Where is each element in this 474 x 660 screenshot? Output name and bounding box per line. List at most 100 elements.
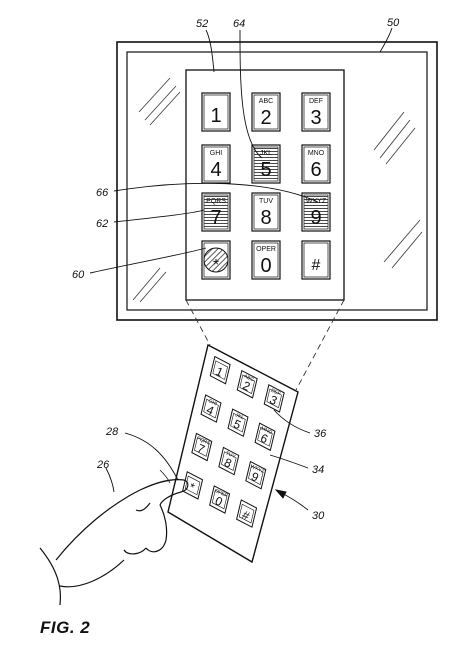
key-8[interactable]: TUV 8: [251, 192, 281, 232]
key-inner-frame: [253, 242, 279, 278]
key-letters: TUV: [259, 198, 273, 205]
key-inner-frame: [253, 194, 279, 230]
device-key-inner: [184, 475, 201, 496]
key-frame: [301, 144, 331, 184]
key-1[interactable]: 1: [201, 92, 231, 132]
device-key-letters: WXYZ: [250, 464, 266, 475]
reference-labels: 52 64 50 66 62 60 28 26 36 34 30: [72, 17, 400, 522]
key-digit: 8: [260, 207, 271, 229]
key-2[interactable]: ABC 2: [251, 92, 281, 132]
key-star[interactable]: *: [201, 240, 231, 280]
key-5[interactable]: JKL 5: [251, 144, 281, 184]
key-letters: PQRS: [206, 198, 226, 205]
key-highlight: [254, 147, 278, 181]
key-digit: #: [312, 257, 321, 274]
key-6[interactable]: MNO 6: [301, 144, 331, 184]
device-key-frame: [245, 460, 267, 490]
display-outer-frame: [116, 41, 438, 321]
device-key-inner: [238, 503, 255, 524]
device-key-frame: [236, 499, 258, 528]
device-key-frame: [263, 384, 285, 413]
projection-lines: [185, 299, 345, 391]
ref-36: 36: [314, 428, 327, 440]
key-digit: *: [213, 257, 219, 274]
key-inner-frame: [203, 94, 229, 130]
key-frame: [301, 92, 331, 132]
ref-28: 28: [105, 426, 119, 438]
key-frame: [201, 240, 231, 280]
key-frame: [201, 92, 231, 132]
key-digit: 4: [210, 159, 221, 181]
key-digit: 7: [210, 207, 221, 229]
key-digit: 3: [310, 107, 321, 129]
device-key-star[interactable]: *: [182, 471, 204, 500]
ref-62: 62: [96, 218, 108, 230]
device-key-frame: [191, 432, 213, 462]
key-digit: 6: [310, 159, 321, 181]
device-key-inner: [266, 388, 282, 409]
device-key-inner: [257, 427, 273, 447]
device-key-frame: [209, 355, 231, 385]
key-3[interactable]: DEF 3: [301, 92, 331, 132]
key-inner-frame: [303, 146, 329, 182]
key-highlight: [204, 195, 228, 229]
device-key-frame: [209, 485, 231, 514]
device-key-inner: [194, 437, 210, 457]
key-digit: 0: [260, 255, 271, 277]
ref-50: 50: [387, 17, 400, 29]
device-key-letters: OPER: [213, 488, 229, 499]
key-letters: OPER: [256, 246, 276, 253]
device-key-frame: [182, 471, 204, 500]
palm-bottom: [59, 559, 125, 588]
device-key-inner: [211, 489, 228, 510]
key-frame: [251, 192, 281, 232]
key-letters: MNO: [308, 150, 325, 157]
key-letters: JKL: [260, 150, 272, 157]
key-frame: [251, 92, 281, 132]
key-inner-frame: [303, 94, 329, 130]
ref-26: 26: [96, 459, 110, 471]
sleeve-cuff: [39, 547, 62, 606]
device-key-inner: [203, 398, 219, 419]
key-digit: 2: [260, 107, 271, 129]
ref-34: 34: [312, 464, 324, 476]
key-frame: [301, 192, 331, 232]
key-digit: 1: [210, 105, 221, 127]
key-frame: [251, 144, 281, 184]
key-letters: DEF: [309, 98, 323, 105]
display-inner-frame: [126, 51, 428, 311]
ref-64: 64: [233, 18, 245, 30]
key-0[interactable]: OPER 0: [251, 240, 281, 280]
device-key-letters: JKL: [234, 412, 245, 421]
key-inner-frame: [203, 146, 229, 182]
key-hash[interactable]: #: [301, 240, 331, 280]
key-frame: [251, 240, 281, 280]
device-key-letters: TUV: [225, 450, 237, 460]
key-inner-frame: [253, 94, 279, 130]
key-7[interactable]: PQRS 7: [201, 192, 231, 232]
finger-outline: [55, 478, 189, 561]
device-key-letters: PQRS: [196, 435, 212, 447]
key-letters: ABC: [259, 98, 273, 105]
ref-60: 60: [72, 269, 85, 281]
ref-30: 30: [312, 510, 325, 522]
hand-lower: [145, 504, 168, 553]
device-key-letters: ABC: [243, 374, 255, 384]
device-key-letters: GHI: [207, 398, 218, 407]
key-circle-marker: [203, 247, 229, 273]
hand-drawing: [39, 469, 189, 606]
glare-marks: [132, 77, 423, 303]
knuckle-lines: [135, 502, 151, 512]
device-key-frame: [236, 369, 258, 399]
key-frame: [201, 192, 231, 232]
device-key-inner: [239, 374, 255, 395]
ref-52: 52: [196, 18, 208, 30]
key-digit: 5: [260, 159, 271, 181]
